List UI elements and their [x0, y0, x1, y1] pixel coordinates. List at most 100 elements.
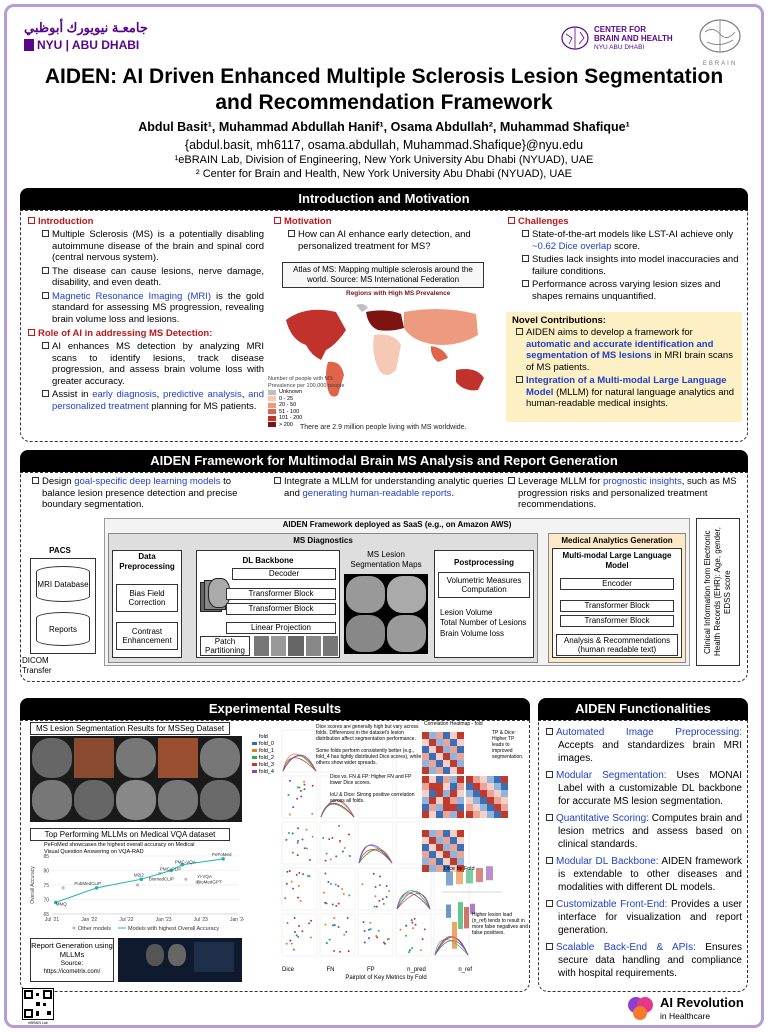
heatmap-cell [436, 804, 443, 811]
scatter-point [297, 839, 300, 842]
scatter-point [335, 855, 338, 858]
scatter-point [368, 928, 371, 931]
checkbox-icon [516, 376, 523, 383]
scatter-point [337, 926, 340, 929]
checkbox-icon [546, 771, 553, 778]
checkbox-icon [508, 217, 515, 224]
legend-swatch [268, 396, 276, 402]
heatmap-cell [450, 767, 457, 774]
cbh-line1: CENTER FOR [594, 25, 646, 34]
authors: Abdul Basit¹, Muhammad Abdullah Hanif¹, … [138, 120, 630, 134]
heatmap-cell [443, 811, 450, 818]
scatter-point [342, 893, 345, 896]
heatmap-cell [429, 739, 436, 746]
heatmap-cell [443, 851, 450, 858]
scatter-point [399, 928, 402, 931]
seg-caption: MS Lesion Segmentation Results for MSSeg… [30, 722, 230, 735]
heatmap-cell [436, 732, 443, 739]
scatter-point [333, 924, 336, 927]
heatmap-cell [429, 837, 436, 844]
results-heading: Experimental Results [20, 698, 530, 720]
novel-bullet-2: Integration of a Multi-modal Large Langu… [512, 375, 736, 410]
heatmap-cell [422, 783, 429, 790]
heatmap-cell [422, 858, 429, 865]
heatmap-cell [501, 790, 508, 797]
scatter-point [308, 875, 311, 878]
checkbox-icon [28, 217, 35, 224]
heatmap-cell [429, 851, 436, 858]
heatmap-cell [436, 767, 443, 774]
challenge-bullet-1: State-of-the-art models like LST-AI achi… [508, 229, 742, 252]
framework-bullet-2: Integrate a MLLM for understanding analy… [270, 476, 504, 499]
scatter-point [322, 891, 325, 894]
heatmap-cell [422, 837, 429, 844]
scatter-point [381, 898, 384, 901]
fold-swatch [252, 770, 257, 773]
scatter-point [423, 928, 426, 931]
heatmap-cell [457, 739, 464, 746]
heatmap-cell [422, 732, 429, 739]
functionalities-list: Automated Image Preprocessing: Accepts a… [546, 726, 742, 984]
vqa-caption: Top Performing MLLMs on Medical VQA data… [30, 828, 230, 841]
heatmap-cell [422, 790, 429, 797]
colorful-brain-icon [628, 997, 653, 1020]
pair-cell [395, 913, 432, 957]
scatter-point [292, 806, 295, 809]
checkbox-icon [546, 728, 553, 735]
checkbox-icon [522, 255, 529, 262]
scatter-point [333, 950, 336, 953]
vqa-chart: PeFoMed showcases the highest overall ac… [26, 842, 244, 934]
scatter-point [387, 937, 390, 940]
x-tick-label: Jan '24 [230, 917, 244, 923]
scatter-point [303, 847, 306, 850]
scatter-point [291, 851, 294, 854]
heatmap-cell [480, 811, 487, 818]
heatmap-cell [422, 739, 429, 746]
scatter-point [343, 933, 346, 936]
heatmap-cell [436, 797, 443, 804]
heatmap-cell [443, 830, 450, 837]
scatter-point [328, 938, 331, 941]
pairplot-graphic [281, 729, 508, 957]
checkbox-icon [32, 477, 39, 484]
scatter-point [295, 873, 298, 876]
checkbox-icon [42, 266, 49, 274]
scatter-point [299, 899, 302, 902]
density-curve [358, 845, 393, 864]
scatter-point [293, 916, 296, 919]
nyu-arabic: جامعـة نيويورك أبوظبي [24, 20, 148, 35]
pair-note-6: Higher lesion load (n_ref) tends to resu… [472, 912, 528, 936]
vqa-note: PeFoMed showcases the highest overall ac… [44, 842, 195, 855]
scatter-point [296, 854, 299, 857]
fold-name: fold [259, 734, 268, 740]
scatter-point [347, 950, 350, 953]
ebrain-logo: EBRAIN [695, 18, 745, 67]
scatter-point [325, 902, 328, 905]
scatter-point [405, 934, 408, 937]
heatmap-cell [457, 790, 464, 797]
heatmap-cell [443, 746, 450, 753]
scatter-point [297, 896, 300, 899]
checkbox-icon [546, 857, 553, 864]
best-model-point [94, 886, 99, 890]
heatmap-cell [501, 783, 508, 790]
scatter-point [286, 870, 289, 873]
heatmap-cell [436, 811, 443, 818]
fold-name: fold_4 [259, 769, 274, 775]
x-tick-label: Jan '23 [156, 917, 172, 923]
checkbox-icon [28, 329, 35, 336]
report-gen-box: Report Generation using MLLMs Source: ht… [30, 938, 114, 982]
intro-col-1: Introduction Multiple Sclerosis (MS) is … [28, 216, 264, 412]
model-label: PubMedCLIP [74, 881, 101, 886]
scatter-point [345, 930, 348, 933]
pair-cell [281, 821, 318, 865]
heatmap-cell [443, 783, 450, 790]
other-model-point [184, 877, 188, 881]
functionalities-box [538, 720, 748, 992]
source-label: Source: [60, 960, 84, 967]
pair-cell [281, 729, 318, 773]
heatmap-cell [480, 797, 487, 804]
legend-label: Unknown [279, 389, 302, 395]
scatter-point [385, 884, 388, 887]
